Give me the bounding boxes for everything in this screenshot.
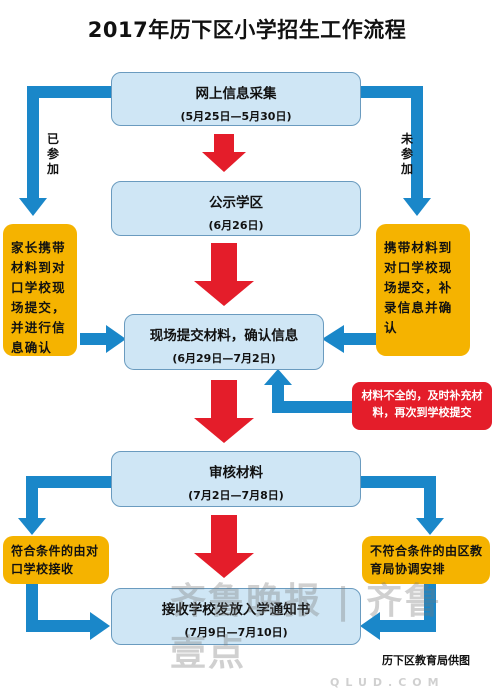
main-arrow-2 [194, 243, 254, 306]
page-title: 2017年历下区小学招生工作流程 [87, 18, 407, 42]
connector-participated [19, 86, 112, 216]
connector-unqualified [360, 476, 444, 535]
main-arrow-1 [202, 134, 246, 172]
arrow-note-to-submit [264, 369, 352, 413]
step-submit-materials: 现场提交材料，确认信息 (6月29日—7月2日) [124, 314, 324, 370]
arrow-unqualified-to-notice [360, 584, 436, 640]
step-online-info-collection: 网上信息采集 (5月25日—5月30日) [111, 72, 361, 126]
step-date: (6月26日) [208, 219, 264, 232]
step-date: (7月2日—7月8日) [188, 489, 284, 502]
step-review-materials: 审核材料 (7月2日—7月8日) [111, 451, 361, 507]
step-date: (7月9日—7月10日) [184, 626, 288, 639]
step-date: (5月25日—5月30日) [180, 110, 292, 123]
step-name: 接收学校发放入学通知书 [161, 602, 311, 618]
step-name: 公示学区 [209, 195, 263, 211]
step-admission-notice: 接收学校发放入学通知书 (7月9日—7月10日) [111, 588, 361, 645]
watermark-sub: QLUD.COM [330, 676, 445, 689]
step-date: (6月29日—7月2日) [172, 352, 276, 365]
label-not-participated: 未参加 [400, 132, 413, 176]
main-arrow-4 [194, 515, 254, 578]
watermark: 齐鲁晚报 | 齐鲁壹点 QLUD.COM [170, 572, 470, 689]
connector-qualified [18, 476, 112, 535]
step-name: 现场提交材料，确认信息 [149, 328, 299, 344]
note-incomplete-materials: 材料不全的，及时补充材料，再次到学校提交 [352, 382, 492, 430]
connector-not-participated [360, 86, 431, 216]
watermark-main: 齐鲁晚报 | 齐鲁壹点 [170, 581, 443, 674]
side-box-not-participated: 携带材料到对口学校现场提交，补录信息并确认 [376, 224, 470, 356]
arrow-qualified-to-notice [26, 584, 110, 640]
label-participated: 已参加 [46, 132, 59, 176]
image-credit: 历下区教育局供图 [382, 654, 470, 667]
main-arrow-3 [194, 380, 254, 443]
side-box-participated: 家长携带材料到对口学校现场提交，并进行信息确认 [3, 224, 77, 356]
step-name: 网上信息采集 [195, 86, 277, 102]
arrow-right-to-submit [322, 325, 376, 353]
arrow-left-to-submit [80, 325, 126, 353]
outcome-unqualified: 不符合条件的由区教育局协调安排 [362, 536, 490, 584]
outcome-qualified: 符合条件的由对口学校接收 [3, 536, 109, 584]
step-publish-school-district: 公示学区 (6月26日) [111, 181, 361, 236]
step-name: 审核材料 [209, 465, 263, 481]
